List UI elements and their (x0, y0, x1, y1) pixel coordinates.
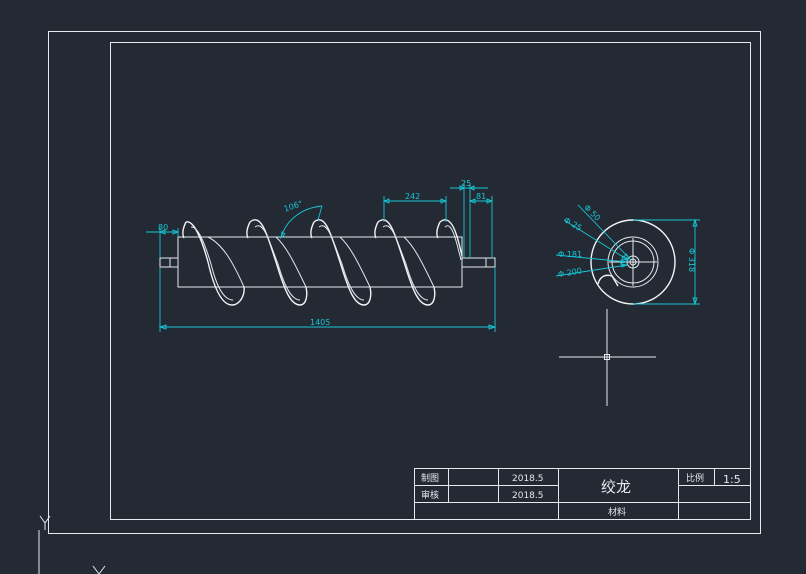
screw-drum (177, 236, 463, 288)
dim-d181: Φ 181 (558, 250, 582, 259)
ucs-axis-icon (38, 515, 106, 574)
tb-row1-date: 2018.5 (512, 474, 544, 484)
drum-circle (607, 236, 659, 288)
tb-row2-label: 审核 (421, 489, 439, 501)
crosshair-cursor-icon (559, 309, 656, 406)
dim-total-length: 1405 (310, 318, 330, 327)
tb-row1-label: 制图 (421, 472, 439, 484)
dim-top-right-2: 81 (476, 192, 486, 201)
tb-part-name: 绞龙 (601, 478, 631, 496)
dim-top-right-1: 25 (461, 179, 471, 188)
tb-row2-date: 2018.5 (512, 491, 544, 501)
dim-pitch: 242 (405, 192, 420, 201)
inner-frame (110, 42, 751, 520)
screw-front-view (159, 219, 496, 306)
side-view-dimensions: Φ 50 Φ 25 Φ 181 Φ 200 Φ 318 (555, 203, 700, 306)
dim-left-end: 80 (158, 223, 168, 232)
tb-material-label: 材料 (608, 506, 626, 518)
left-shaft (159, 257, 179, 268)
tb-scale-label: 比例 (686, 472, 704, 484)
dim-d25: Φ 25 (562, 216, 583, 233)
dim-angle: 106° (283, 199, 304, 214)
tb-scale-value: 1:5 (723, 473, 741, 486)
title-block: 制图 2018.5 审核 2018.5 绞龙 比例 1:5 材料 (414, 468, 751, 520)
right-shaft (461, 257, 496, 268)
outer-frame (48, 31, 761, 534)
dim-outer-diameter: Φ 318 (687, 248, 696, 272)
screw-side-view (590, 219, 676, 305)
dim-d200: Φ 200 (557, 266, 582, 279)
front-view-dimensions: 80 106° 242 25 81 1405 (146, 179, 497, 332)
screw-flights (182, 219, 463, 306)
